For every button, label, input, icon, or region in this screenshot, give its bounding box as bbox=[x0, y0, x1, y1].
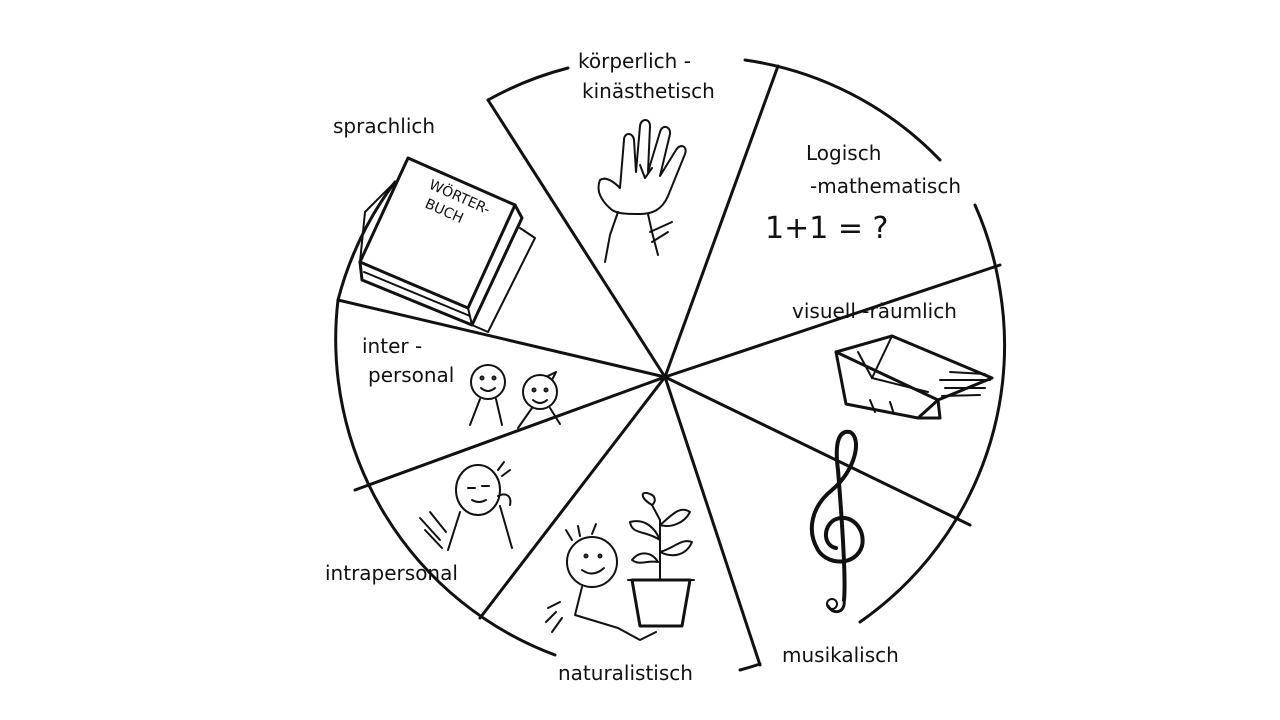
two-faces-icon bbox=[469, 364, 561, 429]
child-with-plant-icon bbox=[545, 492, 695, 641]
dictionary-book-icon: WÖRTER- BUCH bbox=[358, 156, 536, 333]
thinking-person-icon bbox=[419, 461, 513, 551]
label-musikalisch: musikalisch bbox=[782, 643, 899, 667]
label-koerperlich: körperlich - bbox=[578, 49, 691, 73]
wheel-spokes bbox=[336, 64, 1002, 667]
label-visuell-raeumlich: visuell -räumlich bbox=[792, 299, 957, 323]
label-naturalistisch: naturalistisch bbox=[558, 661, 693, 685]
label-logisch: Logisch bbox=[806, 141, 881, 165]
label-inter: inter - bbox=[362, 334, 422, 358]
label-intrapersonal: intrapersonal bbox=[325, 561, 458, 585]
label-kinaesthetisch: kinästhetisch bbox=[582, 79, 715, 103]
label-personal: personal bbox=[368, 363, 454, 387]
wheel-outline bbox=[334, 58, 1007, 672]
label-mathematisch: -mathematisch bbox=[810, 174, 961, 198]
treble-clef-icon bbox=[809, 429, 865, 614]
label-sprachlich: sprachlich bbox=[333, 114, 435, 138]
open-box-icon bbox=[834, 334, 994, 420]
hand-icon bbox=[597, 119, 687, 263]
formula-text: 1+1 = ? bbox=[765, 211, 888, 246]
